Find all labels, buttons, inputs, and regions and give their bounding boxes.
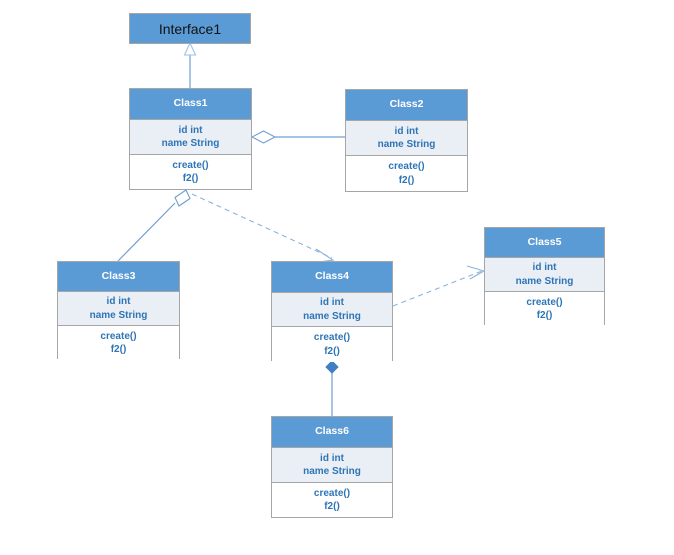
node-class6[interactable]: Class6 id int name String create() f2(): [271, 416, 393, 518]
node-class6-title: Class6: [315, 425, 349, 438]
attribute-item: id int: [106, 296, 131, 307]
node-class2[interactable]: Class2 id int name String create() f2(): [345, 89, 468, 192]
node-class1-title: Class1: [173, 97, 208, 110]
node-class2-methods: create() f2(): [346, 155, 467, 191]
attribute-item: id int: [178, 124, 203, 136]
node-class6-attributes: id int name String: [272, 447, 392, 482]
node-class3[interactable]: Class3 id int name String create() f2(): [57, 261, 180, 360]
attribute-item: name String: [303, 466, 361, 477]
method-item: f2(): [324, 501, 340, 512]
method-item: f2(): [324, 345, 340, 357]
node-class2-title: Class2: [389, 98, 424, 111]
node-class4[interactable]: Class4 id int name String create() f2(): [271, 261, 393, 362]
edge-class1-interface1[interactable]: [183, 41, 197, 88]
attribute-item: id int: [532, 262, 557, 273]
dependency-line: [392, 270, 483, 307]
method-item: create(): [526, 296, 563, 308]
node-class3-title: Class3: [101, 269, 136, 282]
method-item: create(): [172, 159, 209, 171]
node-interface1[interactable]: Interface1: [129, 13, 251, 44]
edge-class1-class2[interactable]: [250, 130, 345, 144]
node-class3-methods: create() f2(): [58, 325, 179, 360]
method-item: f2(): [536, 310, 553, 321]
node-class2-header: Class2: [346, 90, 467, 120]
node-class5-attributes: id int name String: [485, 257, 604, 291]
edge-class1-class3[interactable]: [117, 189, 191, 262]
node-interface1-title: Interface1: [158, 20, 222, 37]
node-class5-header: Class5: [485, 228, 604, 257]
open-arrow-icon: [466, 265, 486, 280]
method-item: create(): [100, 330, 137, 342]
dependency-line: [191, 193, 333, 259]
attribute-item: name String: [89, 309, 148, 321]
node-class5-methods: create() f2(): [485, 291, 604, 326]
node-class3-attributes: id int name String: [58, 291, 179, 325]
attribute-item: name String: [377, 139, 436, 150]
node-class4-methods: create() f2(): [272, 326, 392, 362]
method-item: create(): [313, 332, 351, 343]
attribute-item: name String: [303, 310, 361, 322]
node-class4-header: Class4: [272, 262, 392, 292]
attribute-item: id int: [320, 297, 344, 308]
node-class4-title: Class4: [315, 270, 349, 283]
attribute-item: id int: [320, 452, 344, 464]
node-class1-methods: create() f2(): [130, 154, 251, 189]
aggregation-line: [117, 202, 176, 262]
node-class6-methods: create() f2(): [272, 482, 392, 517]
node-class5-title: Class5: [527, 235, 562, 248]
hollow-diamond-icon: [174, 189, 191, 207]
method-item: create(): [313, 487, 351, 499]
edge-class4-class5[interactable]: [392, 265, 486, 307]
node-class1[interactable]: Class1 id int name String create() f2(): [129, 88, 252, 190]
method-item: f2(): [398, 174, 415, 186]
node-class5[interactable]: Class5 id int name String create() f2(): [484, 227, 605, 326]
node-class1-header: Class1: [130, 89, 251, 119]
hollow-triangle-icon: [183, 41, 197, 56]
filled-diamond-icon: [325, 360, 339, 374]
node-class6-header: Class6: [272, 417, 392, 447]
edge-class4-class6[interactable]: [325, 360, 339, 416]
attribute-item: name String: [161, 138, 220, 149]
attribute-item: name String: [515, 275, 574, 287]
method-item: f2(): [110, 344, 127, 355]
node-class3-header: Class3: [58, 262, 179, 291]
node-class1-attributes: id int name String: [130, 119, 251, 154]
attribute-item: id int: [394, 125, 419, 137]
method-item: create(): [388, 161, 425, 172]
method-item: f2(): [182, 173, 199, 184]
edge-class1-class4[interactable]: [191, 193, 335, 263]
hollow-diamond-icon: [250, 130, 277, 144]
node-class4-attributes: id int name String: [272, 292, 392, 326]
node-class2-attributes: id int name String: [346, 120, 467, 155]
